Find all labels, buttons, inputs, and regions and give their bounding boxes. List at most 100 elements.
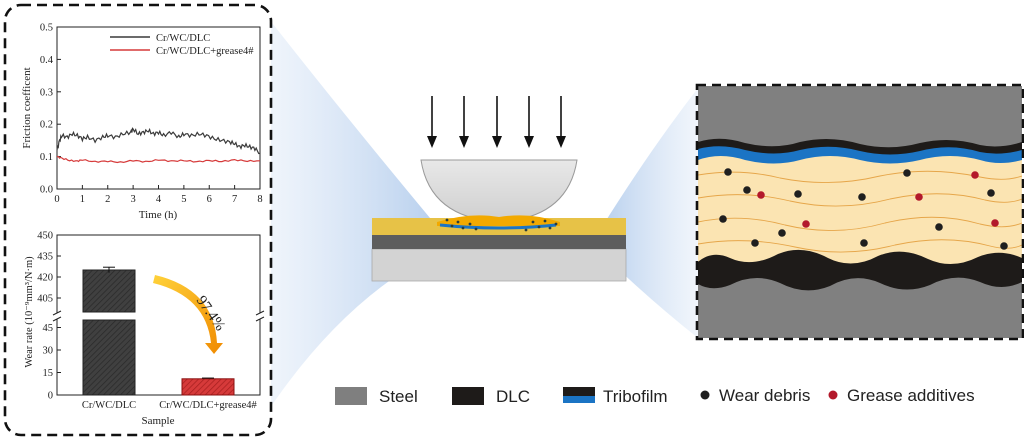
beam-left: [262, 10, 440, 420]
grease-additive-particle: [757, 191, 765, 199]
bar: [181, 378, 235, 396]
flow-line: [698, 216, 1022, 231]
debris-dot: [461, 226, 465, 230]
axis-break-mark: [52, 316, 62, 322]
y-tick-label: 420: [37, 273, 53, 284]
debris-dot: [543, 219, 547, 223]
grease-additive-particle: [802, 220, 810, 228]
reduction-arrow-shape: [153, 275, 223, 354]
magnified-panel: [695, 83, 1024, 341]
debris-dot: [468, 222, 472, 226]
friction-y-label: Friction coefficent: [21, 67, 33, 148]
wear-debris-particle: [794, 190, 802, 198]
y-tick-label: 0.4: [40, 55, 54, 66]
legend-swatch-dlc: [452, 387, 484, 405]
x-tick-label: 6: [207, 194, 212, 205]
debris-dot: [450, 224, 454, 228]
y-tick-label: 15: [43, 368, 54, 379]
reduction-arrow: [153, 275, 223, 354]
debris-dot: [445, 218, 449, 222]
x-tick-label: 7: [232, 194, 237, 205]
debris-dot: [524, 228, 528, 232]
x-tick-label: 4: [156, 194, 162, 205]
legend-label: Wear debris: [719, 386, 810, 405]
bar-lower-segment: [82, 319, 136, 396]
bar-upper-segment: [82, 269, 136, 313]
y-tick-label: 0.5: [40, 23, 53, 34]
wear-rate-chart: 405 420 435 450 0 15 30 45 Cr/WC/DLC Cr/WC/DLC+g…: [24, 231, 265, 427]
debris-dot: [474, 227, 478, 231]
legend-label: DLC: [496, 387, 530, 406]
legend-label: Grease additives: [847, 386, 975, 405]
legend-dot-wear-debris: [700, 390, 710, 400]
y-tick-label: 0.0: [40, 185, 53, 196]
legend-swatch-tribofilm-blue: [563, 396, 595, 403]
y-tick-label: 435: [37, 252, 53, 263]
counter-ball: [420, 159, 578, 223]
wear-debris-particle: [751, 239, 759, 247]
magnified-panel-frame: [695, 83, 1024, 341]
category-label: Cr/WC/DLC: [82, 400, 136, 411]
category-label: Cr/WC/DLC+grease4#: [159, 400, 257, 411]
load-arrows: [427, 96, 566, 148]
tribofilm-band-dark: [698, 138, 1022, 155]
wear-debris-particle: [724, 168, 732, 176]
contact-zone: [437, 215, 560, 226]
debris-dot: [456, 220, 460, 224]
load-arrow-head: [459, 136, 469, 148]
load-arrow-head: [492, 136, 502, 148]
load-arrow-head: [524, 136, 534, 148]
series-line-1: [56, 127, 261, 155]
axis-break-mark: [255, 316, 265, 322]
wear-debris-particle: [935, 223, 943, 231]
grease-additive-particle: [991, 219, 999, 227]
grease-additive-particle: [915, 193, 923, 201]
wear-debris-particle: [743, 186, 751, 194]
legend-dot-grease-additives: [828, 390, 838, 400]
wear-debris-particle: [719, 215, 727, 223]
axis-break-mark: [52, 310, 62, 316]
flow-line: [698, 239, 1022, 253]
flow-line: [698, 170, 1022, 183]
beam-right: [600, 88, 698, 338]
dlc-layer: [698, 249, 1022, 291]
friction-x-label: Time (h): [139, 209, 178, 221]
load-arrow-head: [556, 136, 566, 148]
wear-x-label: Sample: [142, 415, 175, 427]
wear-debris-particle: [1000, 242, 1008, 250]
load-arrow-head: [427, 136, 437, 148]
y-tick-label: 0: [48, 391, 53, 402]
x-tick-label: 1: [80, 194, 85, 205]
wear-debris-particle: [778, 229, 786, 237]
y-tick-label: 405: [37, 294, 53, 305]
y-tick-label: 45: [43, 323, 54, 334]
y-tick-label: 30: [43, 346, 54, 357]
debris-dot: [554, 222, 558, 226]
debris-dot: [531, 220, 535, 224]
y-tick-label: 0.2: [40, 120, 53, 131]
debris-dot: [548, 226, 552, 230]
y-tick-label: 0.1: [40, 152, 53, 163]
x-tick-label: 5: [181, 194, 186, 205]
wear-y-label: Wear rate (10⁻⁹mm³/N·m): [24, 256, 35, 368]
contact-schematic: [371, 96, 627, 282]
legend-swatch-steel: [335, 387, 367, 405]
axis-break-mark: [255, 310, 265, 316]
axis-break-gap: [256, 313, 264, 319]
x-tick-label: 3: [131, 194, 136, 205]
legend-label-series-2: Cr/WC/DLC+grease4#: [156, 46, 254, 57]
wear-debris-particle: [987, 189, 995, 197]
legend-label-series-1: Cr/WC/DLC: [156, 33, 210, 44]
wear-debris-particle: [858, 193, 866, 201]
legend-swatch-tribofilm-dark: [563, 387, 595, 396]
y-tick-label: 450: [37, 231, 53, 242]
grease-additive-particle: [971, 171, 979, 179]
steel-substrate: [371, 248, 627, 282]
debris-dot: [537, 225, 541, 229]
legend-label: Tribofilm: [603, 387, 668, 406]
axis-break-gap: [53, 313, 61, 319]
wear-debris-particle: [860, 239, 868, 247]
